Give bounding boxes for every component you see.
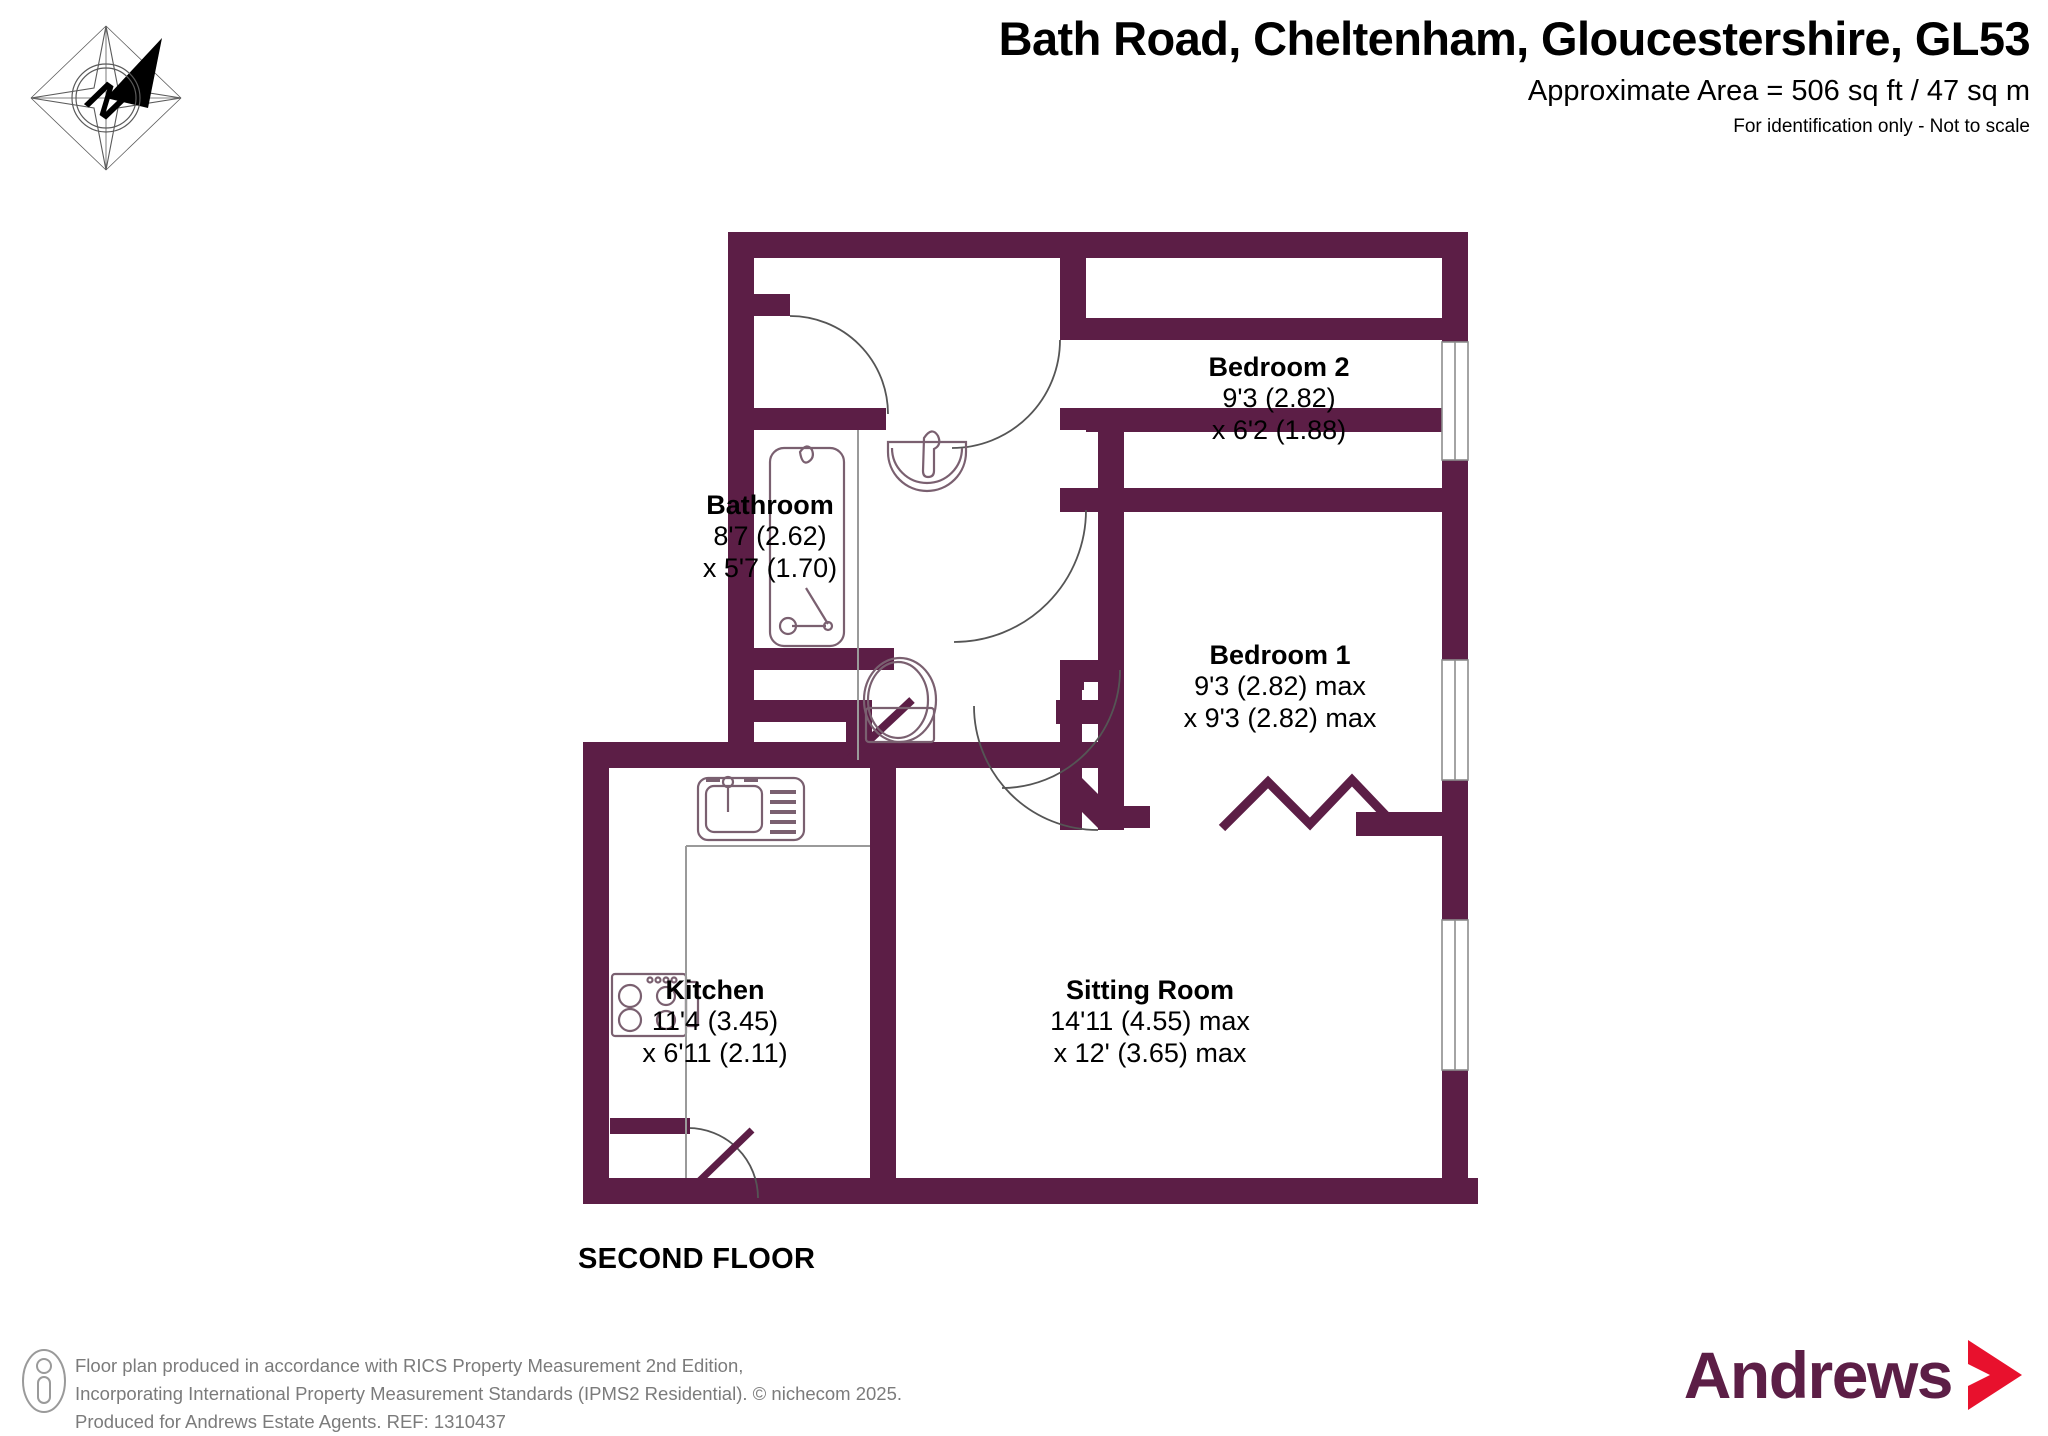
compass-rose-icon: N [30, 25, 182, 171]
room-name: Kitchen [665, 975, 765, 1005]
room-name: Bathroom [706, 490, 834, 520]
room-name: Sitting Room [1066, 975, 1234, 1005]
room-dimension-line-2: x 6'11 (2.11) [642, 1037, 788, 1068]
brand-wordmark: Andrews [1683, 1338, 1954, 1412]
toilet-icon [862, 656, 938, 744]
wall-chamfer [1060, 778, 1150, 828]
room-dimension-line-2: x 9'3 (2.82) max [1183, 702, 1377, 733]
andrews-logo[interactable]: Andrews [1684, 1336, 2026, 1414]
bath-tub-icon [768, 445, 846, 648]
kitchen-door-jamb-lower [610, 1178, 698, 1198]
walls-overlay-group [1060, 488, 1468, 836]
footer-line-2: Incorporating International Property Mea… [75, 1383, 903, 1405]
kitchen-sink-icon [696, 775, 806, 842]
footer-disclaimer: Floor plan produced in accordance with R… [75, 1352, 902, 1436]
plan-header: Bath Road, Cheltenham, Gloucestershire, … [0, 0, 2048, 138]
room-dimension-line-1: 9'3 (2.82) [1222, 383, 1336, 414]
chevron-right-icon [1968, 1340, 2022, 1410]
room-name: Bedroom 1 [1209, 640, 1351, 670]
kitchen-door-jamb-upper [610, 1118, 690, 1134]
floor-level-label: SECOND FLOOR [578, 1243, 816, 1275]
room-dimension-line-1: 14'11 (4.55) max [1050, 1006, 1250, 1037]
room-dimension-line-1: 8'7 (2.62) [713, 521, 827, 552]
room-label-sitting-room: Sitting Room 14'11 (4.55) max x 12' (3.6… [1005, 975, 1295, 1069]
walls-group [583, 232, 1478, 1204]
room-label-bedroom-1: Bedroom 1 9'3 (2.82) max x 9'3 (2.82) ma… [1135, 640, 1425, 734]
person-measure-icon [22, 1349, 66, 1413]
windows-group [1441, 341, 1469, 1071]
room-label-kitchen: Kitchen 11'4 (3.45) x 6'11 (2.11) [595, 975, 835, 1069]
room-dimension-line-2: x 6'2 (1.88) [1211, 414, 1347, 445]
footer-line-3: Produced for Andrews Estate Agents. REF:… [75, 1411, 506, 1433]
approximate-area: Approximate Area = 506 sq ft / 47 sq m [1527, 75, 2030, 108]
room-dimension-line-2: x 12' (3.65) max [1053, 1037, 1247, 1068]
room-label-bedroom-2: Bedroom 2 9'3 (2.82) x 6'2 (1.88) [1154, 352, 1404, 446]
footer-line-1: Floor plan produced in accordance with R… [75, 1355, 744, 1376]
zigzag-break-line [1218, 773, 1396, 832]
page-title: Bath Road, Cheltenham, Gloucestershire, … [998, 12, 2031, 65]
room-dimension-line-1: 9'3 (2.82) max [1194, 671, 1366, 702]
kitchen-door-leaf [687, 1127, 755, 1193]
room-dimension-line-2: x 5'7 (1.70) [702, 552, 838, 583]
room-label-bathroom: Bathroom 8'7 (2.62) x 5'7 (1.70) [655, 490, 885, 584]
scale-disclaimer: For identification only - Not to scale [1733, 116, 2030, 138]
room-dimension-line-1: 11'4 (3.45) [651, 1006, 779, 1037]
wash-basin-icon [886, 430, 968, 493]
room-name: Bedroom 2 [1208, 352, 1350, 382]
